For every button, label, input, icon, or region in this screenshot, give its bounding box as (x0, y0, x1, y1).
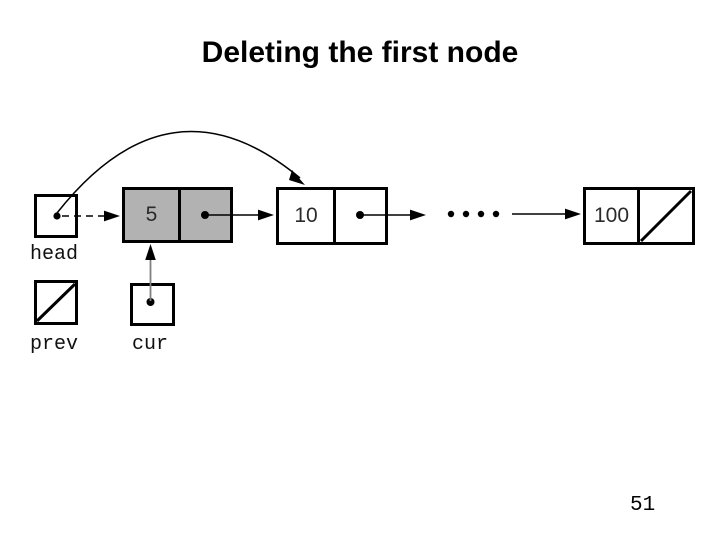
prev-label: prev (30, 333, 79, 356)
node-10-value: 10 (279, 190, 336, 242)
node-5-next-cell (181, 190, 230, 240)
node-100: 100 (583, 187, 695, 245)
ellipsis-dots (447, 210, 500, 218)
head-label: head (30, 243, 79, 266)
ellipsis-to-node100-arrow (512, 208, 581, 220)
node-10-next-cell (336, 190, 385, 242)
node-10: 10 (276, 187, 388, 245)
cur-pointer-box (130, 283, 175, 326)
page-number: 51 (630, 494, 656, 517)
prev-pointer-box (34, 280, 78, 325)
node-100-next-null-cell (640, 190, 692, 242)
head-pointer-box (34, 194, 78, 238)
cur-label: cur (132, 333, 169, 356)
node-100-value: 100 (586, 190, 640, 242)
node-5: 5 (122, 187, 233, 243)
slide-title: Deleting the first node (201, 36, 519, 69)
node-5-value: 5 (125, 190, 181, 240)
